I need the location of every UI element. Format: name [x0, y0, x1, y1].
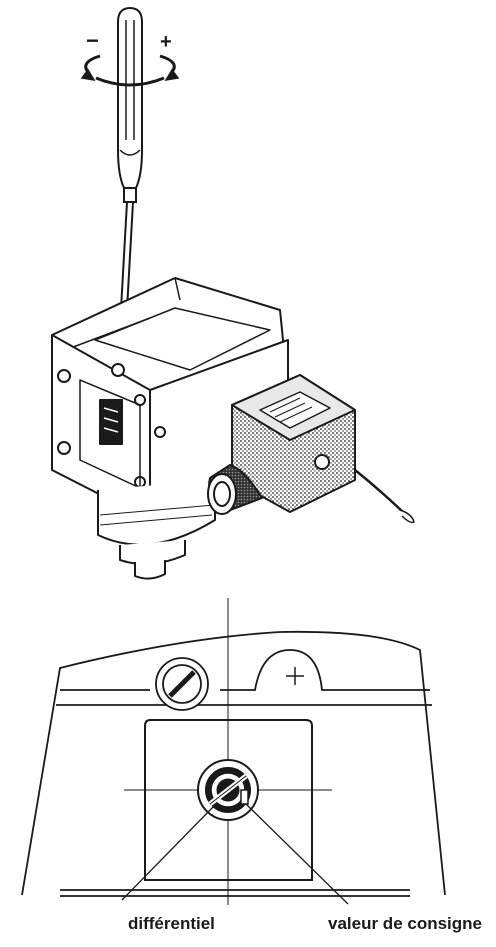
connector-plug-icon — [207, 374, 415, 524]
rotation-arrow-icon — [80, 54, 180, 87]
adjustment-screw-icon — [197, 759, 259, 821]
label-valeur-de-consigne: valeur de consigne — [328, 914, 482, 933]
label-differentiel: différentiel — [128, 914, 215, 933]
rotation-minus-sign: − — [86, 28, 99, 53]
detail-view — [21, 598, 446, 905]
top-screw-icon — [155, 657, 209, 711]
rotation-plus-sign: + — [160, 31, 172, 53]
screwdriver-icon — [117, 6, 143, 346]
